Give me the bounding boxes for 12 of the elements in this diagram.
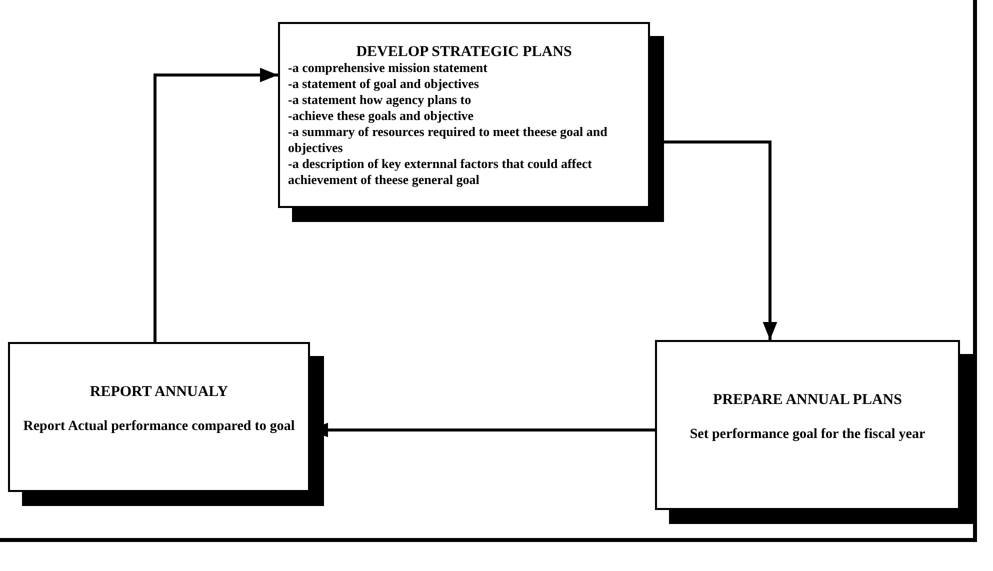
arrow <box>154 68 278 342</box>
box-text: -a comprehensive mission statement <box>288 60 488 76</box>
box-text: -a description of key externnal factors that could affect achievement of theese general goal <box>288 156 593 188</box>
box-text: Set performance goal for the fiscal year <box>690 426 926 444</box>
box-text: Report Actual performance compared to goal <box>23 418 295 436</box>
box-text: -a statement how agency plans to <box>288 92 472 108</box>
box-text: -a summary of resources required to meet theese goal and objectives <box>288 124 608 156</box>
box-heading: REPORT ANNUALY <box>90 383 228 402</box>
box-text: -a statement of goal and objectives <box>288 76 480 92</box>
box-heading: DEVELOP STRATEGIC PLANS <box>355 44 573 60</box>
box-heading: PREPARE ANNUAL PLANS <box>713 391 902 410</box>
box-text: -achieve these goals and objective <box>288 108 475 124</box>
